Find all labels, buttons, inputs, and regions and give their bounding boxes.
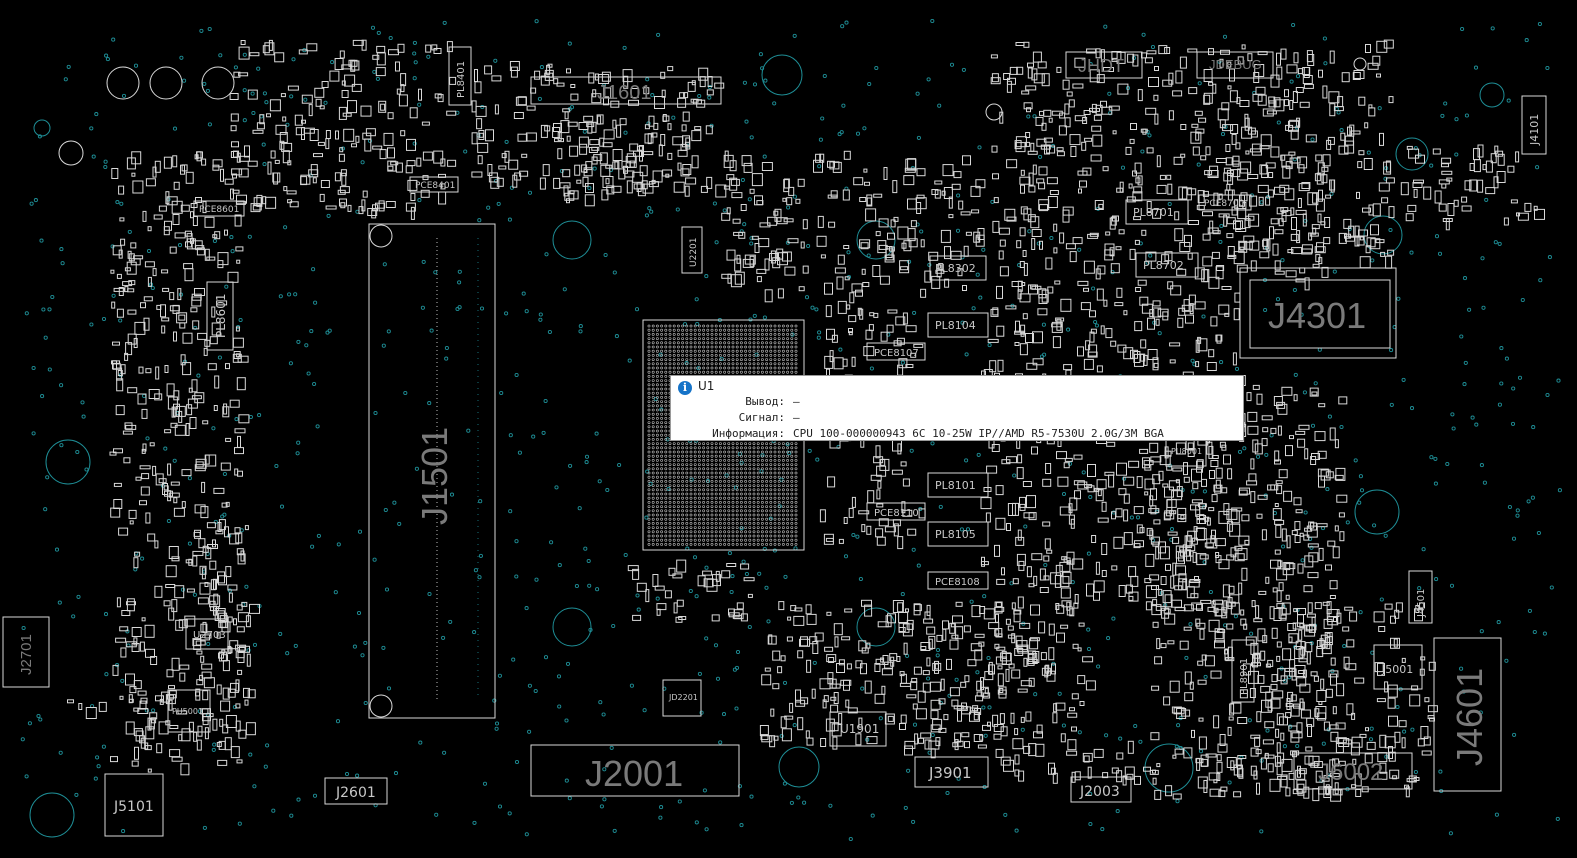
tooltip-row-signal: Сигнал: — xyxy=(671,411,800,424)
connector-j5001[interactable]: J5001 xyxy=(1373,644,1423,690)
connector-j2003-label: J2003 xyxy=(1079,784,1120,800)
connector-j1501[interactable]: J1501 xyxy=(368,223,496,719)
connector-j5101-label: J5101 xyxy=(113,799,154,815)
connector-j4301-label: J4301 xyxy=(1268,295,1366,336)
connector-j3901[interactable]: J3901 xyxy=(914,756,989,788)
connector-j6002-label: J6002 xyxy=(1318,759,1383,786)
chip-pu5001[interactable]: PU5001 xyxy=(167,689,211,733)
connector-j2001[interactable]: J2001 xyxy=(530,744,740,797)
inductor-pl8901[interactable]: PL8901 xyxy=(1231,639,1255,703)
cap-pce8401-label: PCE8401 xyxy=(415,181,455,191)
connector-jdebug-label: JDEBUG xyxy=(1209,57,1262,72)
connector-jdebug[interactable]: JDEBUG xyxy=(1196,51,1274,79)
tooltip-row-pin: Вывод: — xyxy=(671,395,800,408)
inductor-pl8601[interactable]: PL8601 xyxy=(206,281,234,351)
connector-j2601-label: J2601 xyxy=(335,785,376,801)
connector-j4601[interactable]: J4601 xyxy=(1433,637,1502,792)
connector-j4101-label: J4101 xyxy=(1528,114,1541,146)
inductor-pl8601-label: PL8601 xyxy=(214,294,228,338)
inductor-pl8101-label: PL8101 xyxy=(935,479,976,492)
chip-u2703-label: U2703 xyxy=(193,630,226,641)
connector-j2601[interactable]: J2601 xyxy=(324,777,388,805)
connector-j2003[interactable]: J2003 xyxy=(1070,776,1132,803)
inductor-pl8702-label: PL8702 xyxy=(1143,259,1184,272)
inductor-pl8401-label: PL8401 xyxy=(456,61,467,98)
cap-pce8107-label: PCE8107 xyxy=(874,348,919,359)
cap-pce8601-label: PCE8601 xyxy=(199,205,239,215)
tooltip-key: Вывод: xyxy=(745,395,785,408)
connector-jhdt-label: JHDT xyxy=(1078,56,1124,76)
inductor-pl8701-label: PL8701 xyxy=(1133,206,1174,219)
cap-pce8110[interactable]: PCE8110 xyxy=(866,502,926,521)
connector-j1601[interactable]: J1601 xyxy=(530,76,722,105)
chip-jd2201-label: JD2201 xyxy=(668,693,698,702)
cap-pce8401[interactable]: PCE8401 xyxy=(409,176,459,193)
connector-j2701-label: J2701 xyxy=(18,634,35,675)
tooltip-key: Сигнал: xyxy=(738,411,785,424)
inductor-pl8302-label: PL8302 xyxy=(935,262,976,275)
connector-j4501[interactable]: J4501 xyxy=(1408,570,1433,624)
connector-j3901-label: J3901 xyxy=(928,764,972,782)
cap-pce8110-label: PCE8110 xyxy=(874,508,919,519)
inductor-pl8104[interactable]: PL8104 xyxy=(927,312,989,338)
cap-pce8700-label: PCE8700 xyxy=(1204,199,1245,209)
inductor-pl8302[interactable]: PL8302 xyxy=(929,255,987,281)
connector-j4501-label: J4501 xyxy=(1416,589,1427,618)
connector-j6002[interactable]: J6002 xyxy=(1293,752,1413,790)
connector-j2001-label: J2001 xyxy=(585,753,683,794)
connector-j4301[interactable]: J4301 xyxy=(1239,267,1397,359)
inductor-pl8701[interactable]: PL8701 xyxy=(1125,199,1189,225)
component-info-tooltip: i U1 Вывод: — Сигнал: — Информация: CPU 100… xyxy=(670,375,1244,441)
connector-j1601-label: J1601 xyxy=(597,82,652,104)
chip-u2201-label: U2201 xyxy=(689,238,699,268)
chip-jd2201[interactable]: JD2201 xyxy=(662,679,702,717)
inductor-pl8901-label: PL8901 xyxy=(1239,658,1250,695)
tooltip-value: CPU 100-000000943 6C 10-25W IP//AMD R5-7… xyxy=(793,427,1164,440)
tooltip-value: — xyxy=(793,395,800,408)
connector-j5001-label: J5001 xyxy=(1381,663,1413,676)
cap-pce8107[interactable]: PCE8107 xyxy=(866,342,926,361)
inductor-pl8702[interactable]: PL8702 xyxy=(1135,252,1199,278)
tooltip-row-info: Информация: CPU 100-000000943 6C 10-25W I… xyxy=(671,427,1164,440)
connector-j4101[interactable]: J4101 xyxy=(1521,95,1547,155)
inductor-pl8105-label: PL8105 xyxy=(935,528,976,541)
inductor-pl8104-label: PL8104 xyxy=(935,319,976,332)
cap-pce8108-label: PCE8108 xyxy=(935,577,980,588)
inductor-pl8101[interactable]: PL8101 xyxy=(927,472,989,498)
tooltip-value: — xyxy=(793,411,800,424)
info-icon: i xyxy=(678,381,692,395)
inductor-pl8105[interactable]: PL8105 xyxy=(927,521,989,547)
chip-u1901[interactable]: U1901 xyxy=(829,711,887,747)
chip-u2703[interactable]: U2703 xyxy=(185,618,229,650)
chip-pu5001-label: PU5001 xyxy=(172,707,203,716)
tooltip-title: U1 xyxy=(698,379,715,393)
chip-u1901-label: U1901 xyxy=(840,722,879,736)
connector-j5101[interactable]: J5101 xyxy=(104,773,164,837)
tooltip-key: Информация: xyxy=(712,427,785,440)
connector-j4601-label: J4601 xyxy=(1449,668,1490,766)
cap-pce8601[interactable]: PCE8601 xyxy=(193,200,245,217)
inductor-pl8401[interactable]: PL8401 xyxy=(448,46,472,106)
chip-u2201[interactable]: U2201 xyxy=(681,226,703,274)
cap-pce8700[interactable]: PCE8700 xyxy=(1198,194,1252,211)
connector-j1501-label: J1501 xyxy=(414,427,455,525)
chip-pu8001-label: PU8001 xyxy=(1171,447,1202,456)
connector-j2701[interactable]: J2701 xyxy=(2,616,50,688)
cap-pce8108[interactable]: PCE8108 xyxy=(927,571,989,590)
connector-jhdt[interactable]: JHDT xyxy=(1065,51,1143,79)
